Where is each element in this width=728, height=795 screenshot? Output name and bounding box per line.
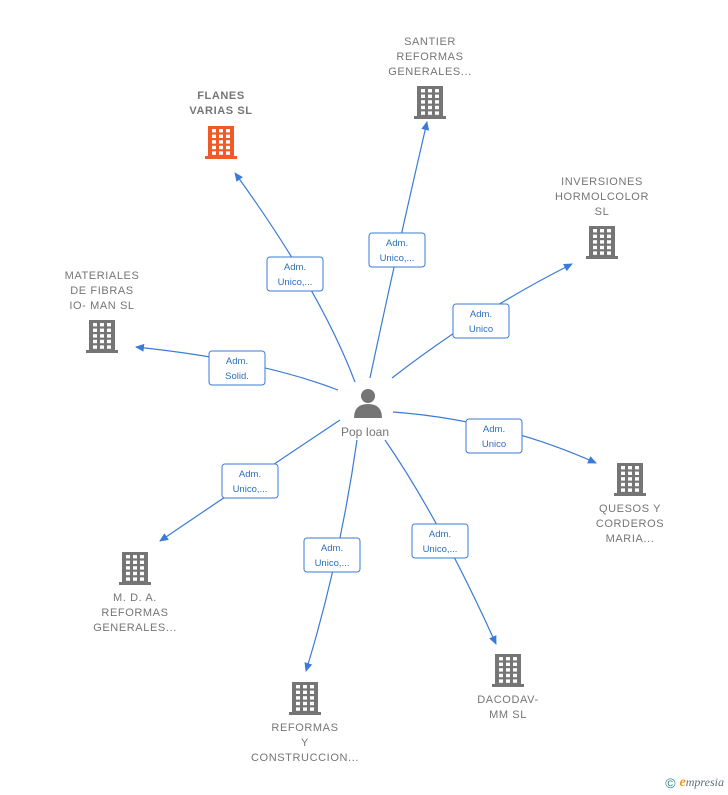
edge-label-box xyxy=(266,256,324,292)
edge-label-line: Unico,... xyxy=(380,253,415,264)
node-mda[interactable]: M. D. A. REFORMAS GENERALES... xyxy=(93,552,177,634)
node-label-line: GENERALES... xyxy=(388,66,472,78)
edge-label-line: Unico,... xyxy=(278,277,313,288)
node-label-line: M. D. A. xyxy=(113,592,157,604)
building-icon xyxy=(614,463,646,496)
edge-label-box xyxy=(452,303,510,339)
edge-label-box xyxy=(411,523,469,559)
node-label-line: IO- MAN SL xyxy=(69,300,134,312)
building-icon xyxy=(86,320,118,353)
edge-label-reformas[interactable]: Adm. Unico,... xyxy=(303,537,361,573)
building-icon xyxy=(586,226,618,259)
building-icon xyxy=(414,86,446,119)
building-icon xyxy=(119,552,151,585)
node-label-line: REFORMAS xyxy=(101,607,168,619)
edge-label-line: Unico xyxy=(469,324,493,335)
edge-label-line: Adm. xyxy=(386,238,408,249)
node-quesos[interactable]: QUESOS Y CORDEROS MARIA... xyxy=(596,463,664,545)
edge-label-line: Adm. xyxy=(429,529,451,540)
edge-label-dacodav[interactable]: Adm. Unico,... xyxy=(411,523,469,559)
node-label-line: REFORMAS xyxy=(271,722,338,734)
node-santier[interactable]: SANTIER REFORMAS GENERALES... xyxy=(388,36,472,119)
edge-label-line: Unico,... xyxy=(315,558,350,569)
node-label-line: CORDEROS xyxy=(596,518,664,530)
node-flanes[interactable]: FLANES VARIAS SL xyxy=(189,90,252,159)
center-person[interactable]: Pop Ioan xyxy=(341,389,389,439)
edge-label-line: Adm. xyxy=(284,262,306,273)
edge-label-santier[interactable]: Adm. Unico,... xyxy=(368,232,426,268)
node-label-line: DE FIBRAS xyxy=(70,285,133,297)
node-label-line: Y xyxy=(301,737,309,749)
edge-label-box xyxy=(303,537,361,573)
edge-label-line: Solid. xyxy=(225,371,249,382)
edge-label-flanes[interactable]: Adm. Unico,... xyxy=(266,256,324,292)
edge-label-materiales[interactable]: Adm. Solid. xyxy=(208,350,266,386)
node-label-line: INVERSIONES xyxy=(561,176,643,188)
node-materiales[interactable]: MATERIALES DE FIBRAS IO- MAN SL xyxy=(65,270,140,353)
node-label-line: FLANES xyxy=(197,90,245,102)
building-icon xyxy=(289,682,321,715)
node-inversiones[interactable]: INVERSIONES HORMOLCOLOR SL xyxy=(555,176,649,259)
footer-brand: © empresia xyxy=(665,775,724,791)
edge-label-box xyxy=(465,418,523,454)
building-icon xyxy=(205,126,237,159)
edge-label-box xyxy=(221,463,279,499)
edge-label-line: Unico,... xyxy=(423,544,458,555)
edge-label-quesos[interactable]: Adm. Unico xyxy=(465,418,523,454)
node-dacodav[interactable]: DACODAV- MM SL xyxy=(477,654,538,721)
brand-logo[interactable]: empresia xyxy=(679,775,724,790)
node-label-line: HORMOLCOLOR xyxy=(555,191,649,203)
edge-label-line: Unico,... xyxy=(233,484,268,495)
edge-label-line: Adm. xyxy=(321,543,343,554)
node-label-line: VARIAS SL xyxy=(189,105,252,117)
edge-label-inversiones[interactable]: Adm. Unico xyxy=(452,303,510,339)
node-label-line: GENERALES... xyxy=(93,622,177,634)
node-label-line: MM SL xyxy=(489,709,527,721)
node-label-line: CONSTRUCCION... xyxy=(251,752,359,764)
copyright-icon: © xyxy=(665,775,676,791)
edge-label-box xyxy=(208,350,266,386)
node-label-line: SL xyxy=(595,206,610,218)
edge-label-line: Adm. xyxy=(470,309,492,320)
node-label-line: REFORMAS xyxy=(396,51,463,63)
edge-label-line: Adm. xyxy=(483,424,505,435)
edge-label-mda[interactable]: Adm. Unico,... xyxy=(221,463,279,499)
node-label-line: DACODAV- xyxy=(477,694,538,706)
edge-label-line: Adm. xyxy=(226,356,248,367)
node-label-line: MATERIALES xyxy=(65,270,140,282)
center-name: Pop Ioan xyxy=(341,425,389,439)
edge-label-line: Unico xyxy=(482,439,506,450)
node-reformas[interactable]: REFORMAS Y CONSTRUCCION... xyxy=(251,682,359,764)
building-icon xyxy=(492,654,524,687)
edge-label-box xyxy=(368,232,426,268)
node-label-line: QUESOS Y xyxy=(599,503,661,515)
person-icon xyxy=(354,389,382,418)
node-label-line: SANTIER xyxy=(404,36,456,48)
node-label-line: MARIA... xyxy=(606,533,655,545)
edge-label-line: Adm. xyxy=(239,469,261,480)
